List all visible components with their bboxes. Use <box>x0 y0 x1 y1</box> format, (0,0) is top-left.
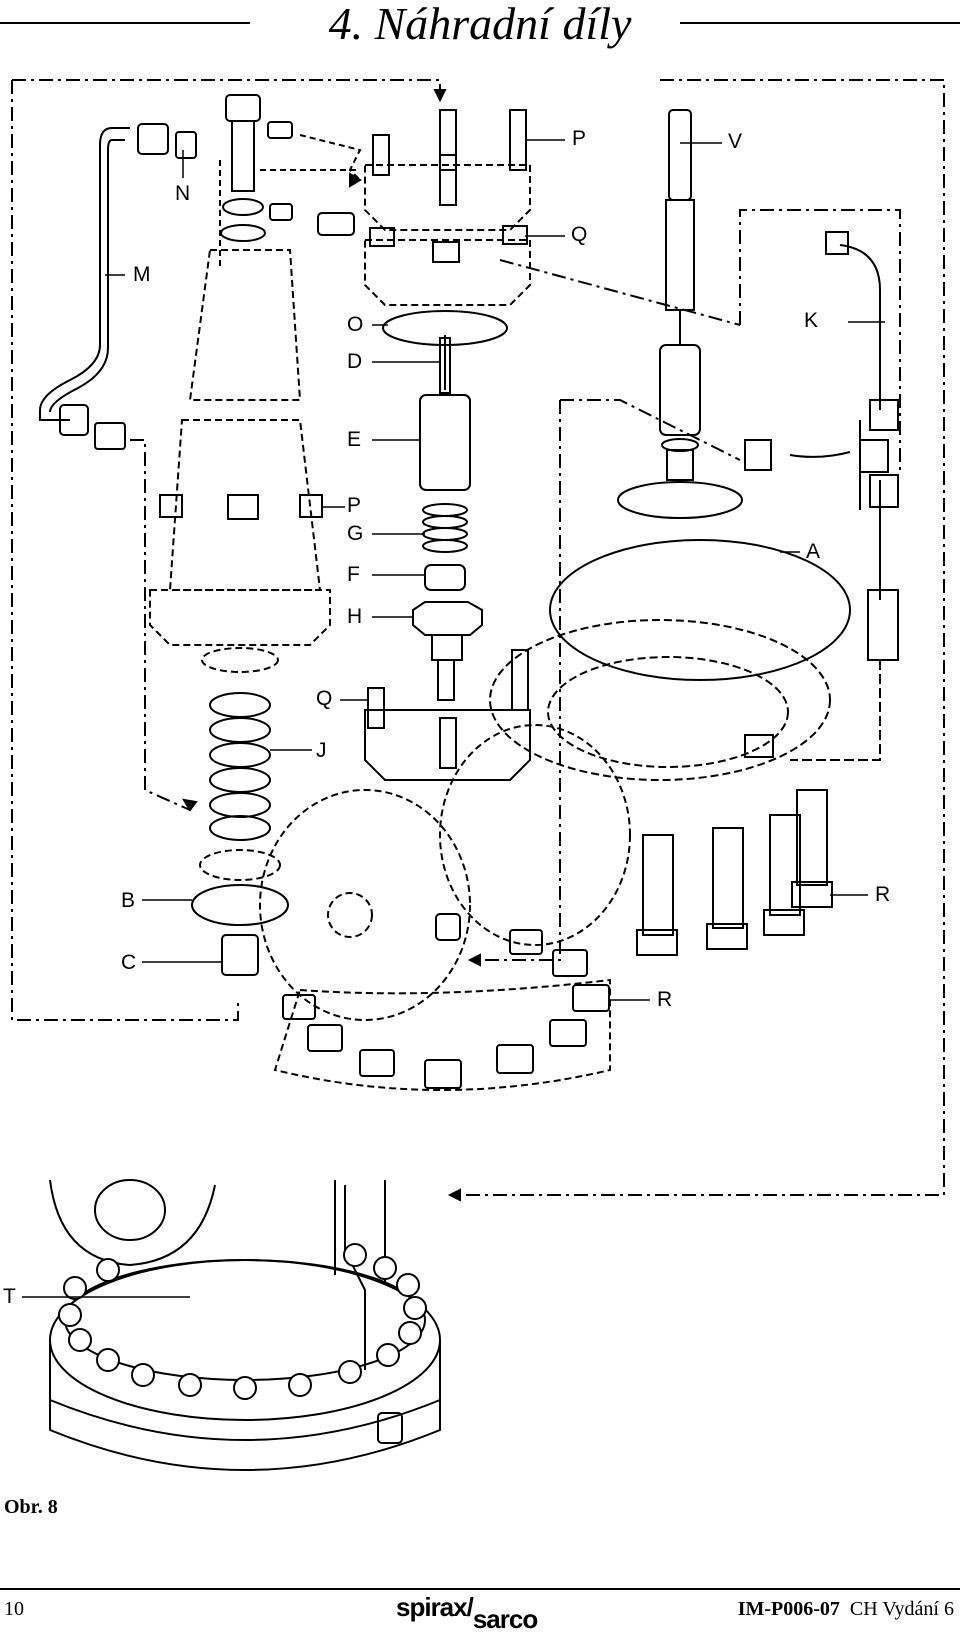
callout-C: C <box>121 951 137 974</box>
callout-N: N <box>175 182 191 205</box>
part-V-stem <box>617 109 743 519</box>
callout-T: T <box>3 1285 16 1308</box>
brand-logo: spirax/sarco <box>396 1592 538 1634</box>
callout-V: V <box>728 130 743 153</box>
logo-part1: spirax <box>396 1592 468 1622</box>
part-C <box>221 934 259 976</box>
part-B <box>191 884 289 926</box>
part-A-diaphragm <box>549 539 851 681</box>
callout-B: B <box>121 889 136 912</box>
assembled-bolts <box>58 1243 427 1400</box>
part-J-spring <box>209 692 271 841</box>
page-title: 4. Náhradní díly <box>0 0 960 52</box>
callout-F: F <box>347 563 360 586</box>
title-rule-left <box>0 22 250 24</box>
callout-P-mid: P <box>347 494 362 517</box>
valve-body <box>259 724 631 1091</box>
part-E <box>419 394 471 491</box>
logo-part2: sarco <box>472 1604 538 1634</box>
callout-M: M <box>133 263 151 286</box>
callout-Q-top: Q <box>571 223 588 246</box>
part-G-spring <box>422 503 468 553</box>
frame-right-dashed <box>450 79 945 1196</box>
part-M-pipe <box>39 127 130 421</box>
figure-label: Obr. 8 <box>4 1496 58 1518</box>
callout-O: O <box>347 313 364 336</box>
part-F <box>424 564 466 591</box>
callout-J: J <box>316 739 327 762</box>
callout-D: D <box>347 350 363 373</box>
assembled-bottom-view <box>49 1179 441 1471</box>
doc-code: IM-P006-07 <box>737 1598 840 1620</box>
document-id: IM-P006-07 CH Vydání 6 <box>738 1598 954 1621</box>
top-block <box>364 164 531 306</box>
callout-R-right: R <box>875 883 891 906</box>
part-K-pipe <box>789 244 881 600</box>
callout-P-top: P <box>572 127 587 150</box>
logo-slash: / <box>466 1592 474 1622</box>
footer-rule <box>0 1588 960 1590</box>
callout-K: K <box>804 309 819 332</box>
title-rule-right <box>680 22 960 24</box>
callout-Q-mid: Q <box>316 687 333 710</box>
callout-R-bottom: R <box>657 988 673 1011</box>
doc-edition: CH Vydání 6 <box>849 1598 954 1620</box>
callout-E: E <box>347 428 362 451</box>
part-H <box>412 601 483 636</box>
title-row: 4. Náhradní díly <box>0 0 960 50</box>
callout-H: H <box>347 605 363 628</box>
page-number: 10 <box>4 1598 24 1620</box>
callout-A: A <box>806 540 821 563</box>
flange-nuts <box>282 913 610 1089</box>
part-R-bolts <box>636 734 833 956</box>
leader-lines <box>22 139 885 1298</box>
spring-housing <box>149 249 331 673</box>
callout-G: G <box>347 522 364 545</box>
